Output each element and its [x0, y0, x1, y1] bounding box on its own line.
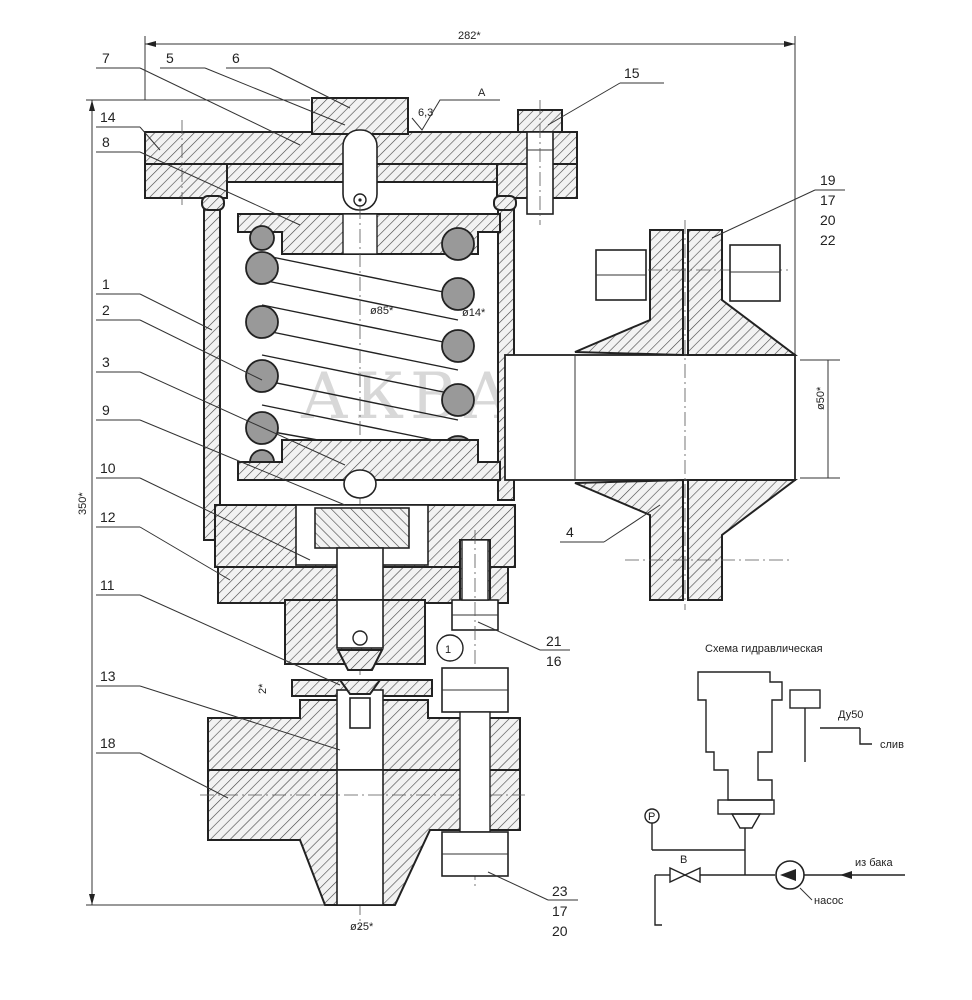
part-label-8: 8	[102, 134, 110, 150]
part-label-4: 4	[566, 524, 574, 540]
dim-spring-diameter: ø85*	[370, 305, 394, 317]
part-callouts: 5 6 7 14 8 1 2 3 9 10 12 11 13 18 15 4 2	[96, 50, 845, 939]
part-label-13: 13	[100, 668, 116, 684]
part-label-7: 7	[102, 50, 110, 66]
detail-marker-circle: 1	[436, 634, 464, 662]
part-label-6: 6	[232, 50, 240, 66]
lower-spring-plate	[237, 439, 501, 499]
dim-wire-diameter: ø14*	[462, 307, 486, 319]
detail-marker-text: 1	[445, 644, 451, 656]
hydraulic-schema: Схема гидравлическая Ду50 слив P В из ба…	[644, 643, 905, 926]
lower-stud-assembly	[441, 667, 509, 877]
part-label-22: 22	[820, 232, 836, 248]
schema-title: Схема гидравлическая	[705, 643, 823, 655]
part-label-17-upper: 17	[820, 192, 836, 208]
part-label-20-upper: 20	[820, 212, 836, 228]
upper-spring-plate	[237, 213, 501, 255]
part-label-17-lower: 17	[552, 903, 568, 919]
dim-inlet-diameter: ø25*	[350, 921, 374, 933]
part-label-18: 18	[100, 735, 116, 751]
part-label-1: 1	[102, 276, 110, 292]
part-label-11: 11	[100, 577, 115, 593]
inlet-flange	[200, 769, 525, 906]
part-label-12: 12	[100, 509, 116, 525]
spring-housing	[201, 195, 517, 541]
dimension-outlet: ø50*	[800, 359, 840, 479]
part-label-10: 10	[100, 460, 116, 476]
schema-pump: насос	[814, 895, 844, 907]
part-label-2: 2	[102, 302, 110, 318]
dimension-overall-height: 350*	[77, 99, 330, 906]
part-label-5: 5	[166, 50, 174, 66]
dim-outlet-diameter: ø50*	[815, 386, 827, 410]
adjusting-screw	[311, 97, 409, 211]
part-label-20-lower: 20	[552, 923, 568, 939]
dimension-overall-width: 282*	[144, 30, 796, 360]
roughness-text: 6,3	[418, 107, 433, 119]
part-label-23: 23	[552, 883, 568, 899]
outlet-pipe	[504, 220, 798, 610]
roughness-marker: 6,3 A	[411, 87, 500, 131]
view-marker-text: A	[478, 87, 486, 99]
part-label-15: 15	[624, 65, 640, 81]
schema-drain: слив	[880, 739, 904, 751]
outlet-flange-bolt	[595, 244, 781, 302]
schema-from-tank: из бака	[855, 857, 893, 869]
part-label-21: 21	[546, 633, 562, 649]
part-label-9: 9	[102, 402, 110, 418]
part-label-19: 19	[820, 172, 836, 188]
schema-valve: В	[680, 854, 687, 866]
schema-nominal: Ду50	[838, 709, 863, 721]
schema-gauge: P	[648, 811, 655, 823]
dim-width-label: 282*	[458, 30, 481, 42]
dim-gap: 2*	[257, 683, 269, 694]
dim-height-label: 350*	[77, 492, 89, 515]
part-label-3: 3	[102, 354, 110, 370]
part-label-16: 16	[546, 653, 562, 669]
cover-bolt	[517, 100, 563, 225]
valve-body	[214, 504, 516, 671]
part-label-14: 14	[100, 109, 116, 125]
